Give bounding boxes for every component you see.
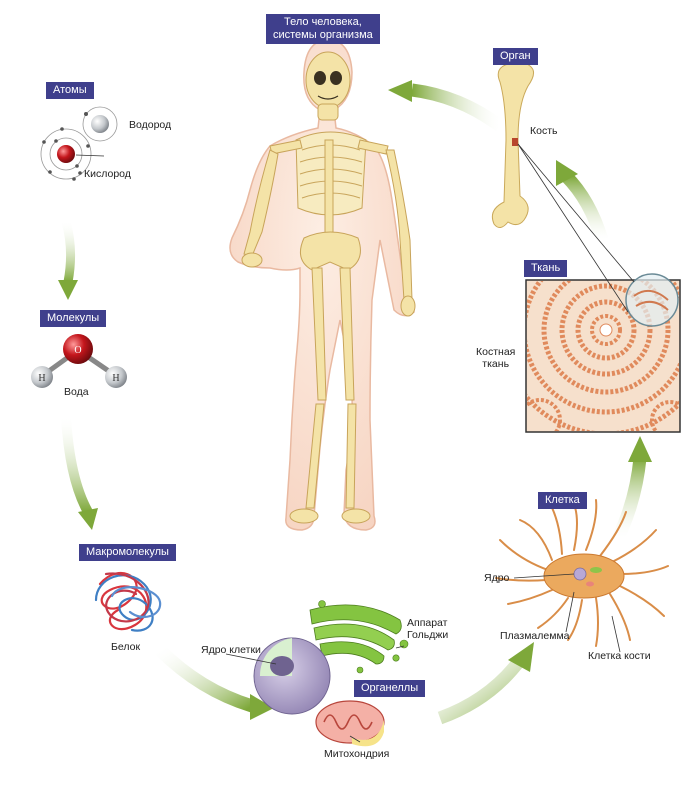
bone-tissue-panel [525, 273, 681, 433]
header-organelles: Органеллы [354, 680, 426, 697]
header-atoms: Атомы [46, 82, 94, 99]
protein-illustration [94, 571, 162, 632]
label-cell-nucleus: Ядро клетки [201, 644, 261, 656]
label-plasmalemma: Плазмалемма [500, 630, 570, 642]
header-human-body: Тело человека, системы организма [266, 14, 380, 44]
atoms-illustration [40, 106, 118, 181]
label-bone: Кость [530, 125, 558, 137]
label-water: Вода [64, 386, 89, 398]
arrow-cell-to-tissue [612, 457, 647, 541]
mitochondria-organelle [315, 700, 385, 747]
label-golgi: Аппарат Гольджи [407, 617, 449, 641]
header-organ: Орган [493, 48, 538, 65]
cell-nucleus-organelle [253, 637, 331, 715]
human-body-illustration [229, 39, 416, 531]
label-protein: Белок [111, 641, 141, 653]
header-tissue: Ткань [524, 260, 568, 277]
bone-cell-illustration [495, 499, 669, 647]
header-molecules: Молекулы [40, 310, 107, 327]
leader-lines [75, 154, 621, 743]
atom-label-h-left: H [38, 373, 45, 384]
atom-label-h-right: H [112, 373, 119, 384]
arrow-atoms-to-molecules [61, 220, 76, 283]
flow-arrows [58, 80, 652, 725]
arrow-organelles-to-cell [437, 656, 526, 725]
water-molecule: O H H [31, 334, 127, 388]
golgi-apparatus [309, 600, 409, 674]
arrow-tissue-to-organ [561, 171, 609, 242]
header-macromolecules: Макромолекулы [79, 544, 176, 561]
atom-label-o: O [74, 345, 81, 356]
label-bone-tissue: Костная ткань [476, 346, 516, 370]
label-bone-cell: Клетка кости [588, 650, 651, 662]
arrow-molecules-to-macromolecules [61, 417, 93, 515]
arrow-organ-to-body [411, 83, 504, 132]
header-cell: Клетка [538, 492, 587, 509]
label-oxygen: Кислород [84, 168, 131, 180]
label-nucleus: Ядро [484, 572, 510, 584]
label-hydrogen: Водород [129, 119, 172, 131]
label-mitochondria: Митохондрия [324, 748, 390, 760]
arrow-macromolecules-to-organelles [155, 645, 254, 713]
